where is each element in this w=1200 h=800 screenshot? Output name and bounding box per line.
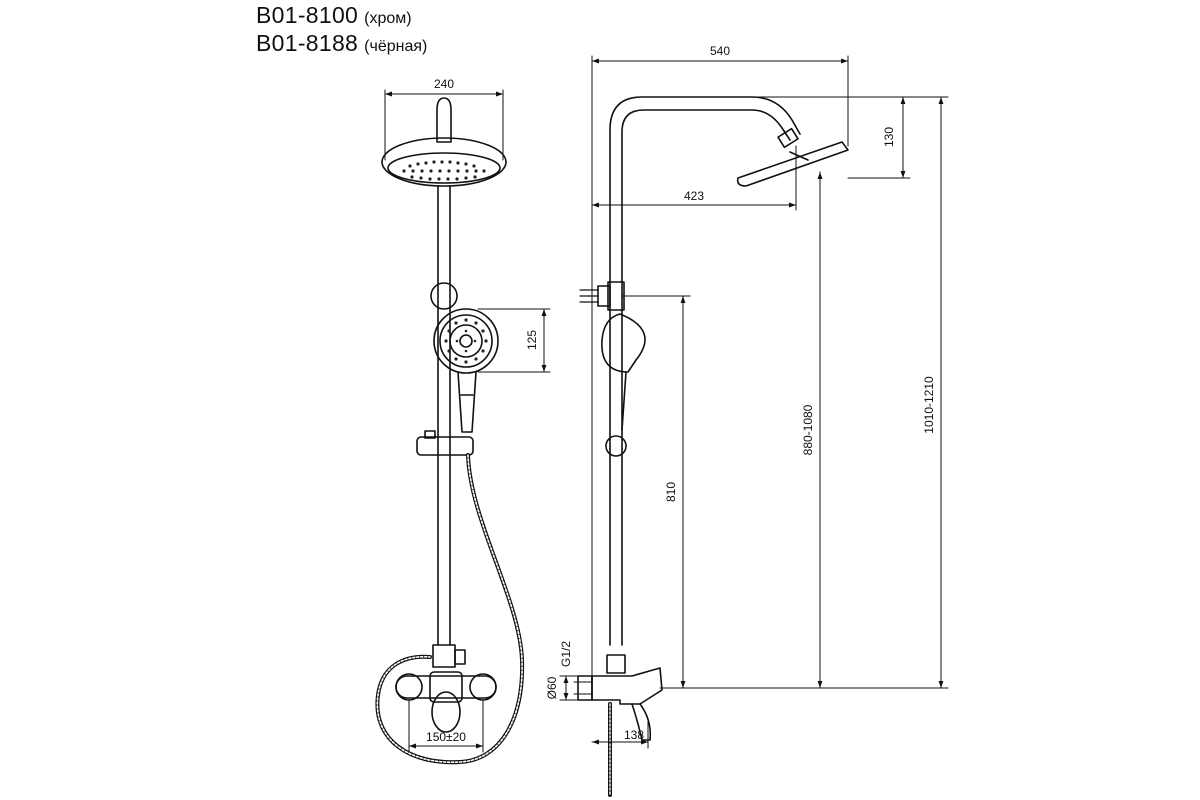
dim-head-width: 240	[434, 77, 454, 91]
dim-inlet-thread: G1/2	[559, 641, 573, 667]
dim-total-reach: 540	[710, 44, 730, 58]
dim-head-height-range: 880-1080	[801, 404, 815, 455]
dim-hand-shower-height: 125	[525, 330, 539, 350]
side-dimensions	[559, 55, 949, 749]
front-riser-cap	[436, 97, 452, 143]
side-hand-shower	[601, 313, 646, 373]
front-riser-knob	[430, 282, 458, 310]
front-shower-head	[381, 137, 507, 187]
model-code: B01-8188	[256, 30, 359, 56]
dim-holder-height: 810	[664, 482, 678, 502]
dim-head-height: 130	[882, 127, 896, 147]
front-slider-holder	[416, 436, 474, 456]
side-arm-joint	[777, 127, 799, 149]
dim-total-height-range: 1010-1210	[922, 376, 936, 434]
model-line-black: B01-8188 (чёрная)	[256, 30, 427, 57]
side-riser-inner	[621, 109, 791, 646]
dim-mixer-spacing: 150±20	[426, 730, 466, 744]
dim-mixer-projection: 138	[624, 728, 644, 742]
side-slider-knob	[605, 435, 627, 457]
front-slider-button	[424, 430, 436, 439]
dimension-labels: 240 125 150±20 540 423 130 810 880-1080 …	[426, 44, 936, 744]
front-hand-shower	[433, 308, 499, 433]
side-flange	[577, 675, 593, 701]
title-block: B01-8100 (хром) B01-8188 (чёрная)	[256, 0, 556, 60]
side-riser-outer	[609, 96, 801, 646]
side-lower-connector	[606, 654, 626, 674]
model-finish: (хром)	[364, 10, 412, 27]
side-shower-head	[736, 141, 849, 187]
model-code: B01-8100	[256, 2, 359, 28]
model-line-chrome: B01-8100 (хром)	[256, 2, 412, 29]
model-finish: (чёрная)	[364, 38, 428, 55]
front-mixer	[395, 671, 497, 733]
front-connector	[432, 644, 456, 668]
front-diverter	[454, 649, 466, 665]
dim-arm-reach: 423	[684, 189, 704, 203]
side-mixer-body	[591, 667, 663, 705]
front-view	[375, 89, 551, 765]
dim-flange-diameter: Ø60	[545, 676, 559, 699]
